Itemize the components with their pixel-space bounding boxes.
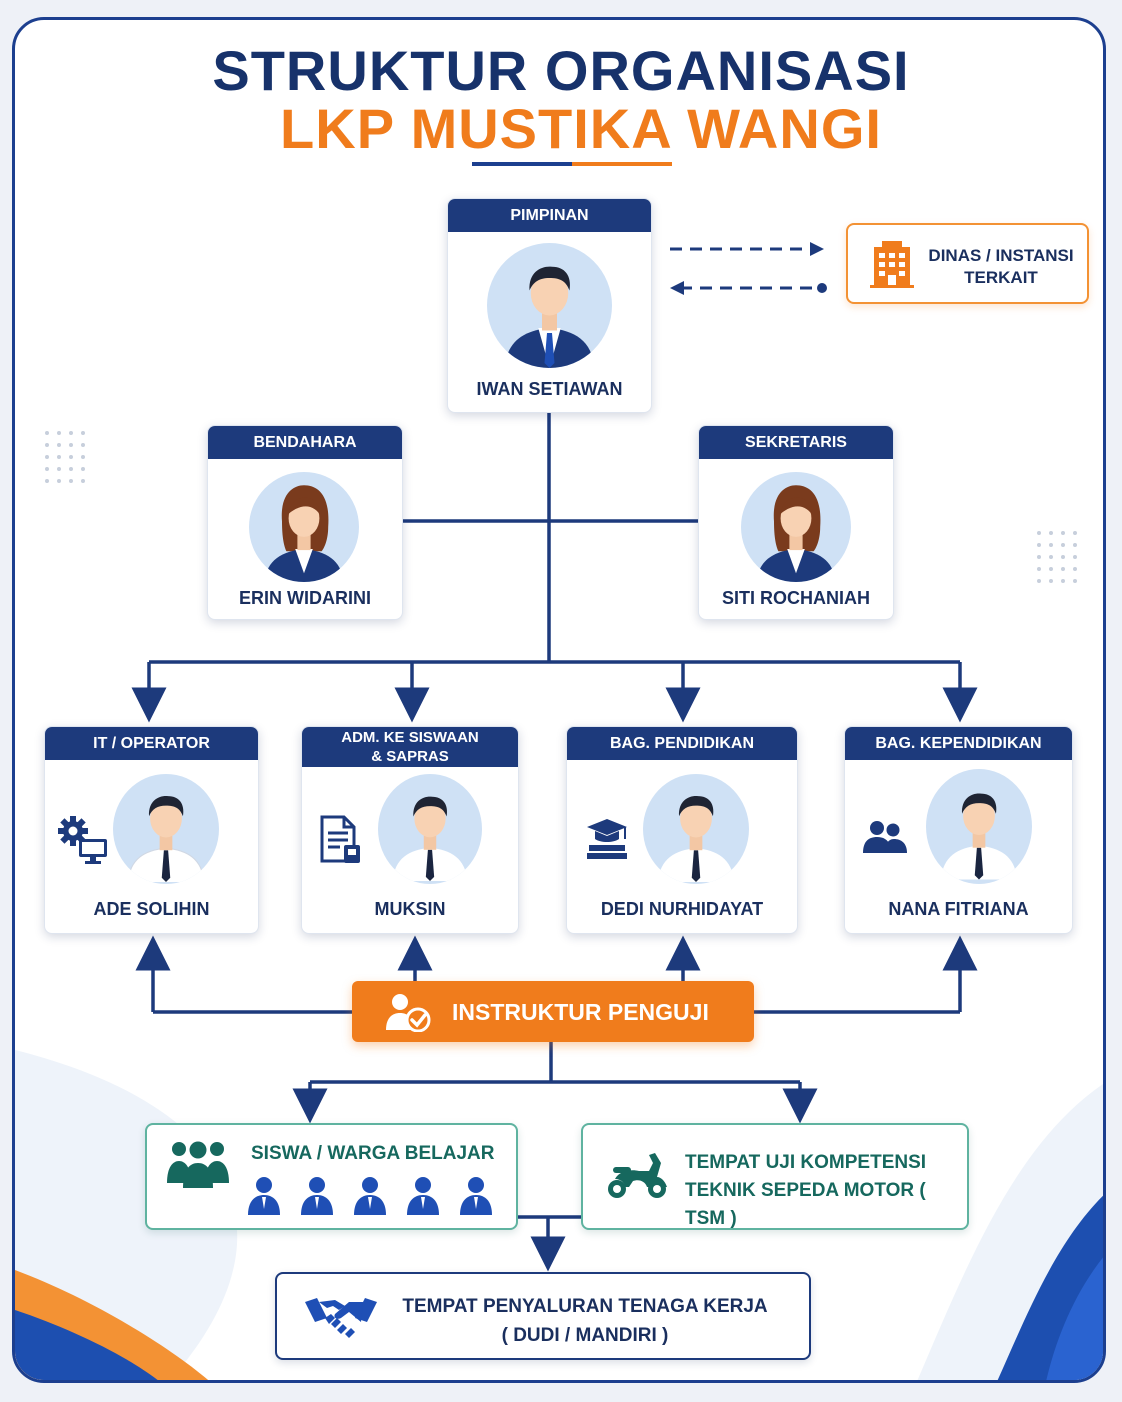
penyaluran-line-1: TEMPAT PENYALURAN TENAGA KERJA [402, 1296, 768, 1317]
people-icon [863, 821, 907, 853]
female-avatar-icon [249, 472, 359, 582]
bendahara-card: BENDAHARA ERIN WIDARINI [207, 425, 403, 620]
instruktur-label: INSTRUKTUR PENGUJI [452, 999, 709, 1025]
staff-card-it-operator: IT / OPERATOR ADE SOLIHIN [44, 726, 259, 934]
dot-pattern-left [45, 431, 85, 483]
sekretaris-name: SITI ROCHANIAH [722, 588, 870, 608]
student-figures-icon [248, 1177, 492, 1215]
dinas-line-1: DINAS / INSTANSI [928, 246, 1074, 265]
male-avatar-icon [487, 243, 612, 368]
building-icon [870, 241, 914, 288]
staff-role-line-2: & SAPRAS [371, 748, 449, 765]
title-line-1: STRUKTUR ORGANISASI [212, 39, 910, 102]
title-underline-blue [472, 162, 572, 166]
male-staff-avatar-icon [926, 769, 1032, 884]
sekretaris-card: SEKRETARIS SITI ROCHANIAH [698, 425, 894, 620]
male-staff-avatar-icon [378, 774, 482, 884]
motorcycle-scooter-icon [608, 1153, 667, 1198]
pimpinan-name: IWAN SETIAWAN [476, 379, 623, 399]
handshake-icon [305, 1298, 377, 1338]
dot-pattern-right [1037, 531, 1077, 583]
document-icon [320, 815, 360, 863]
dinas-line-2: TERKAIT [964, 268, 1038, 287]
penyaluran-line-2: ( DUDI / MANDIRI ) [501, 1325, 669, 1346]
bendahara-role: BENDAHARA [208, 426, 402, 459]
tuk-line-2: TEKNIK SEPEDA MOTOR ( TSM ) [685, 1180, 926, 1229]
pimpinan-role: PIMPINAN [448, 199, 651, 232]
siswa-label: SISWA / WARGA BELAJAR [251, 1143, 495, 1164]
staff-role: IT / OPERATOR [45, 727, 258, 760]
staff-card-kependidikan: BAG. KEPENDIDIKAN NANA FITRIANA [844, 726, 1073, 934]
male-staff-avatar-icon [113, 774, 219, 884]
dinas-instansi-box: DINAS / INSTANSI TERKAIT [846, 223, 1089, 304]
students-group-icon [167, 1141, 229, 1188]
staff-name: DEDI NURHIDAYAT [600, 899, 764, 919]
instructor-check-icon [386, 994, 431, 1032]
sekretaris-role: SEKRETARIS [699, 426, 893, 459]
staff-role: BAG. KEPENDIDIKAN [845, 727, 1072, 760]
staff-card-pendidikan: BAG. PENDIDIKAN DEDI NURHIDAYAT [566, 726, 798, 934]
staff-card-adm-kesiswaan: ADM. KE SISWAAN & SAPRAS MUKSIN [301, 726, 519, 934]
female-avatar-icon [741, 472, 851, 582]
title-line-2: LKP MUSTIKA WANGI [280, 97, 882, 160]
pimpinan-card: PIMPINAN IWAN SETIAWAN [447, 198, 652, 413]
male-staff-avatar-icon [643, 774, 749, 884]
staff-name: NANA FITRIANA [888, 899, 1029, 919]
graduation-cap-icon [587, 819, 627, 859]
bendahara-name: ERIN WIDARINI [239, 588, 371, 608]
siswa-box: SISWA / WARGA BELAJAR [145, 1123, 518, 1230]
tuk-line-1: TEMPAT UJI KOMPETENSI [685, 1152, 927, 1173]
staff-role-line-1: ADM. KE SISWAAN [341, 729, 479, 746]
instruktur-penguji-box: INSTRUKTUR PENGUJI [352, 981, 754, 1042]
penyaluran-tenaga-kerja-box: TEMPAT PENYALURAN TENAGA KERJA ( DUDI / … [275, 1272, 811, 1360]
tempat-uji-kompetensi-box: TEMPAT UJI KOMPETENSI TEKNIK SEPEDA MOTO… [581, 1123, 969, 1230]
staff-role: BAG. PENDIDIKAN [567, 727, 797, 760]
title-underline-orange [572, 162, 672, 166]
staff-name: MUKSIN [374, 899, 446, 919]
gear-computer-icon [58, 816, 107, 864]
staff-name: ADE SOLIHIN [93, 899, 210, 919]
